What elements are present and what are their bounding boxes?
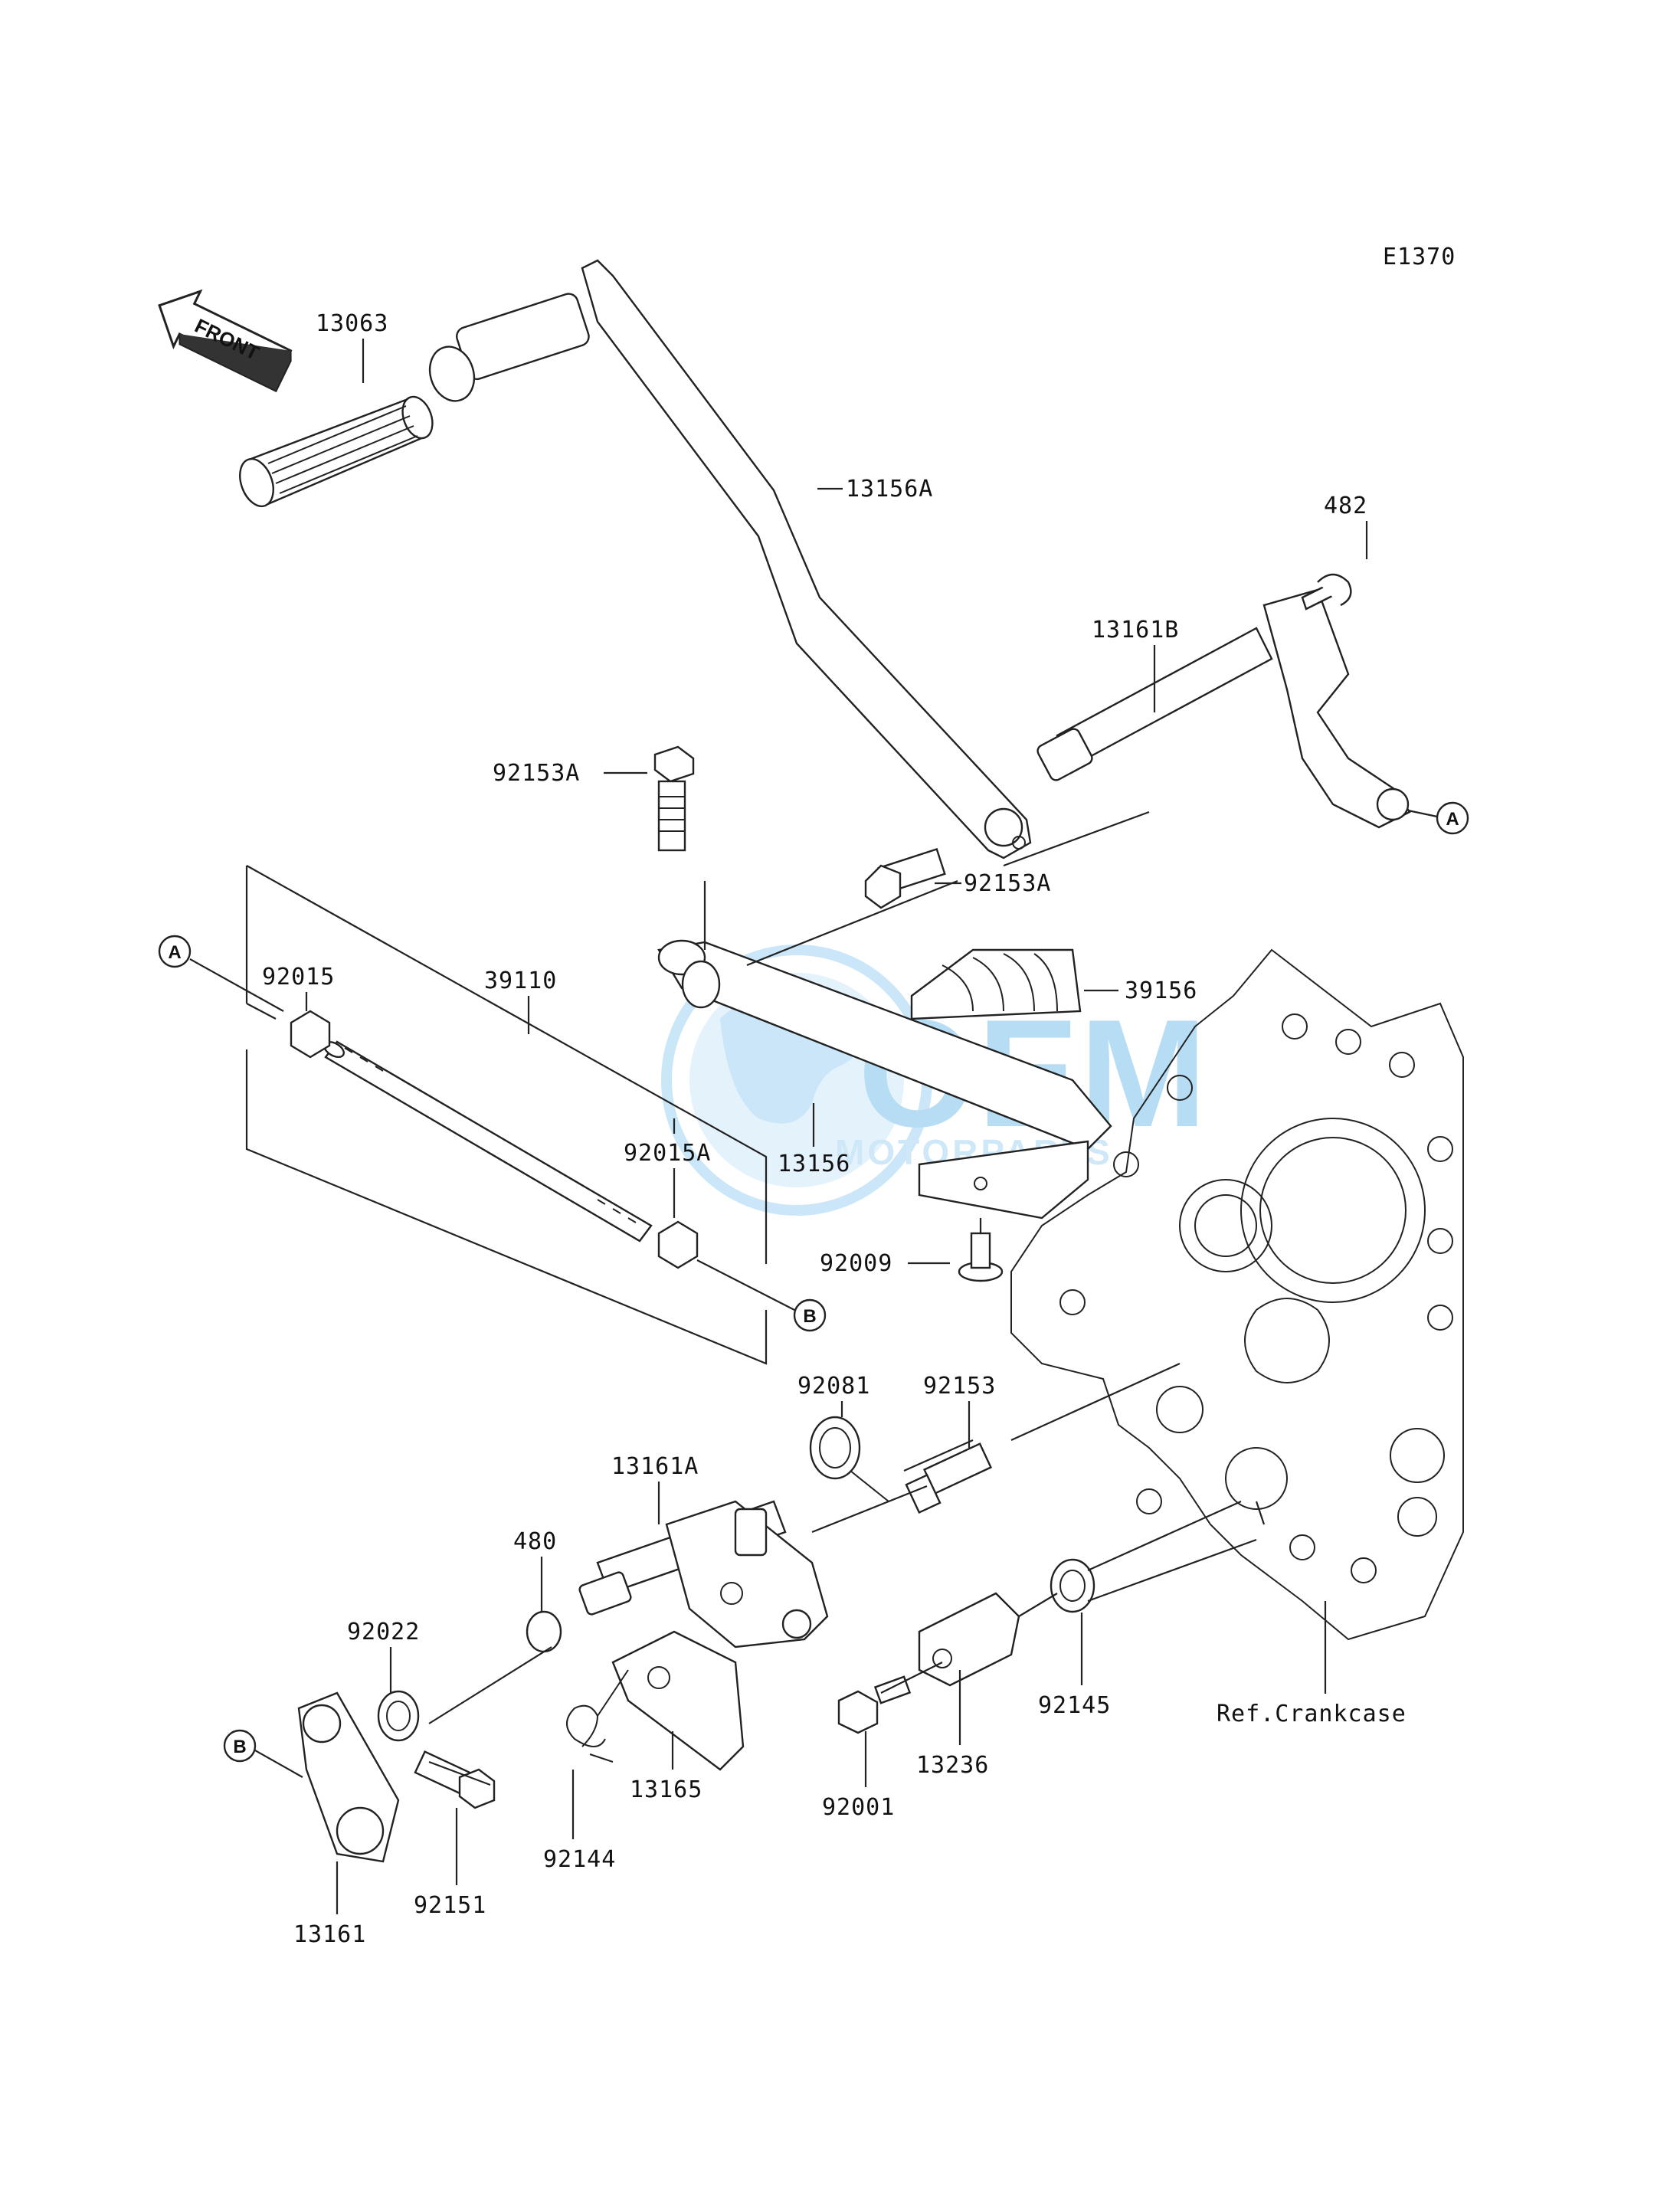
nut-92015A xyxy=(657,1220,699,1269)
part-label-13156A: 13156A xyxy=(846,476,933,503)
reference-crankcase-label: Ref.Crankcase xyxy=(1217,1701,1407,1727)
shift-pedal-13156A xyxy=(428,259,1032,859)
pedal-pad-39156 xyxy=(910,948,1089,1220)
part-label-13161B: 13161B xyxy=(1092,617,1179,643)
diagram-code: E1370 xyxy=(1383,244,1456,270)
ref-circle-b-left: B xyxy=(223,1729,303,1778)
brake-link-13156 xyxy=(657,939,1112,1151)
bolt-92153A-top xyxy=(653,745,695,852)
part-label-92015: 92015 xyxy=(262,964,335,990)
part-label-13063: 13063 xyxy=(316,310,388,337)
part-label-39156: 39156 xyxy=(1125,977,1197,1004)
spring-92145 xyxy=(1050,1558,1095,1613)
shift-shaft-13161A xyxy=(578,1500,829,1649)
ref-circle-b-left-label: B xyxy=(233,1737,246,1757)
plate-13165 xyxy=(611,1630,745,1771)
ref-circle-b-right-label: B xyxy=(803,1306,816,1327)
stopper-13236 xyxy=(918,1592,1020,1687)
pin-92153 xyxy=(905,1442,993,1514)
part-label-92009: 92009 xyxy=(820,1250,892,1277)
part-label-92001: 92001 xyxy=(822,1794,895,1821)
spring-92144 xyxy=(566,1669,629,1763)
part-label-482: 482 xyxy=(1324,493,1367,519)
part-label-13161A: 13161A xyxy=(611,1453,699,1480)
part-label-13236: 13236 xyxy=(916,1752,989,1779)
spring-92081 xyxy=(809,1416,889,1502)
part-label-92153A-mid: 92153A xyxy=(964,870,1051,897)
part-label-92145: 92145 xyxy=(1038,1692,1111,1719)
crankcase-outline xyxy=(1010,948,1464,1641)
ref-circle-a-right: A xyxy=(1407,801,1469,835)
part-label-92022: 92022 xyxy=(347,1619,420,1645)
lever-13161 xyxy=(297,1691,400,1863)
ref-circle-b-right: B xyxy=(696,1259,827,1332)
ref-circle-a-right-label: A xyxy=(1446,809,1459,830)
nut-92015 xyxy=(290,1010,331,1059)
part-label-480: 480 xyxy=(513,1528,557,1555)
part-label-39110: 39110 xyxy=(484,968,557,994)
bolt-92153A-mid xyxy=(864,847,946,909)
part-label-92015A: 92015A xyxy=(624,1140,711,1167)
bolt-92009 xyxy=(958,1232,1004,1282)
bolt-92001 xyxy=(837,1675,912,1734)
part-label-13161: 13161 xyxy=(293,1921,366,1948)
ref-circle-a-left-label: A xyxy=(168,942,181,963)
clip-482 xyxy=(1317,573,1352,607)
part-label-13165: 13165 xyxy=(630,1776,702,1803)
part-label-92151: 92151 xyxy=(414,1892,486,1919)
tie-rod-39110 xyxy=(323,1040,653,1243)
washer-92022 xyxy=(377,1690,420,1742)
circlip-480 xyxy=(526,1610,562,1653)
front-arrow-icon: FRONT xyxy=(158,289,293,393)
part-label-92144: 92144 xyxy=(543,1846,616,1873)
part-label-92153A-top: 92153A xyxy=(493,760,580,787)
leader-lines xyxy=(305,339,1368,1914)
assembly-centerlines xyxy=(428,810,1266,1786)
ref-circle-a-left: A xyxy=(158,935,284,1012)
assembly-bracket-lines xyxy=(245,865,768,1365)
pedal-rubber-13063 xyxy=(239,395,434,508)
part-label-92153: 92153 xyxy=(923,1373,996,1400)
part-label-92081: 92081 xyxy=(797,1373,870,1400)
part-label-13156: 13156 xyxy=(778,1151,850,1177)
bolt-92151 xyxy=(414,1750,496,1809)
